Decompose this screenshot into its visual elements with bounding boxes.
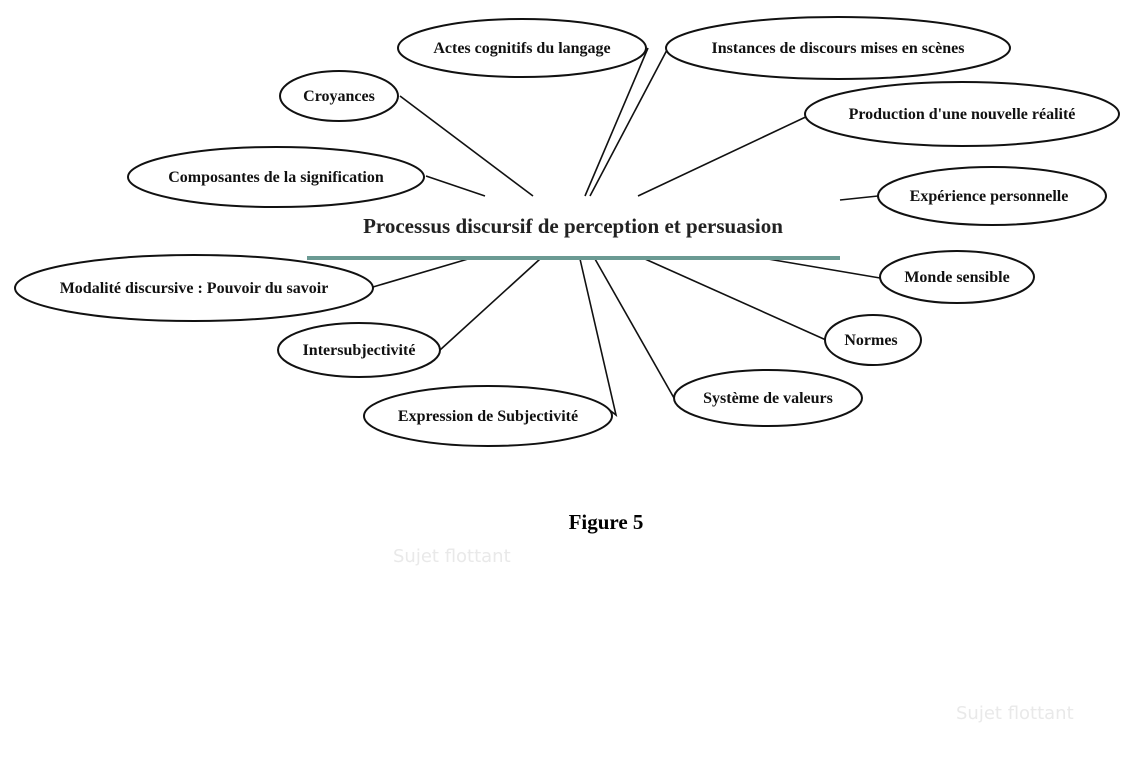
node-label: Actes cognitifs du langage [433,40,610,57]
node-instances-discours: Instances de discours mises en scènes [665,16,1011,80]
connector-croyances [399,95,534,197]
node-ellipse [363,385,613,447]
connector-intersubjectivite [439,258,541,351]
node-actes-cognitifs: Actes cognitifs du langage [397,18,647,78]
node-label: Instances de discours mises en scènes [712,40,965,57]
connector-composantes [425,175,486,197]
node-ellipse [804,81,1120,147]
node-croyances: Croyances [279,70,399,122]
connector-normes [644,258,827,341]
floating-watermark: Sujet flottant [956,703,1074,724]
node-label: Production d'une nouvelle réalité [849,106,1076,123]
node-ellipse [397,18,647,78]
node-label: Système de valeurs [703,390,833,407]
node-label: Monde sensible [904,269,1009,286]
node-production-realite: Production d'une nouvelle réalité [804,81,1120,147]
floating-watermark: Sujet flottant [393,546,511,567]
figure-caption: Figure 5 [569,510,644,534]
node-monde-sensible: Monde sensible [879,250,1035,304]
node-ellipse [879,250,1035,304]
node-modalite: Modalité discursive : Pouvoir du savoir [14,254,374,322]
node-label: Modalité discursive : Pouvoir du savoir [60,280,329,297]
connector-systeme-valeurs [594,258,675,399]
node-intersubjectivite: Intersubjectivité [277,322,441,378]
node-label: Expérience personnelle [910,188,1069,205]
node-ellipse [279,70,399,122]
node-label: Normes [844,332,897,349]
node-ellipse [665,16,1011,80]
node-ellipse [277,322,441,378]
node-composantes: Composantes de la signification [127,146,425,208]
connector-monde-sensible [767,258,881,279]
center-title: Processus discursif de perception et per… [363,214,783,238]
node-ellipse [14,254,374,322]
node-expression-subjectivite: Expression de Subjectivité [363,385,613,447]
node-label: Expression de Subjectivité [398,408,578,425]
node-ellipse [824,314,922,366]
node-ellipse [673,369,863,427]
node-normes: Normes [824,314,922,366]
connector-modalite [372,258,469,288]
node-label: Intersubjectivité [303,342,416,359]
node-ellipse [127,146,425,208]
connector-experience [839,195,879,201]
node-experience: Expérience personnelle [877,166,1107,226]
node-systeme-valeurs: Système de valeurs [673,369,863,427]
node-label: Croyances [303,88,375,105]
connector-expression-subjectivite [579,258,618,417]
connector-production-realite [637,113,813,197]
connector-instances-discours [589,47,669,197]
node-ellipse [877,166,1107,226]
connector-actes-cognitifs [584,47,649,197]
node-label: Composantes de la signification [168,169,384,186]
